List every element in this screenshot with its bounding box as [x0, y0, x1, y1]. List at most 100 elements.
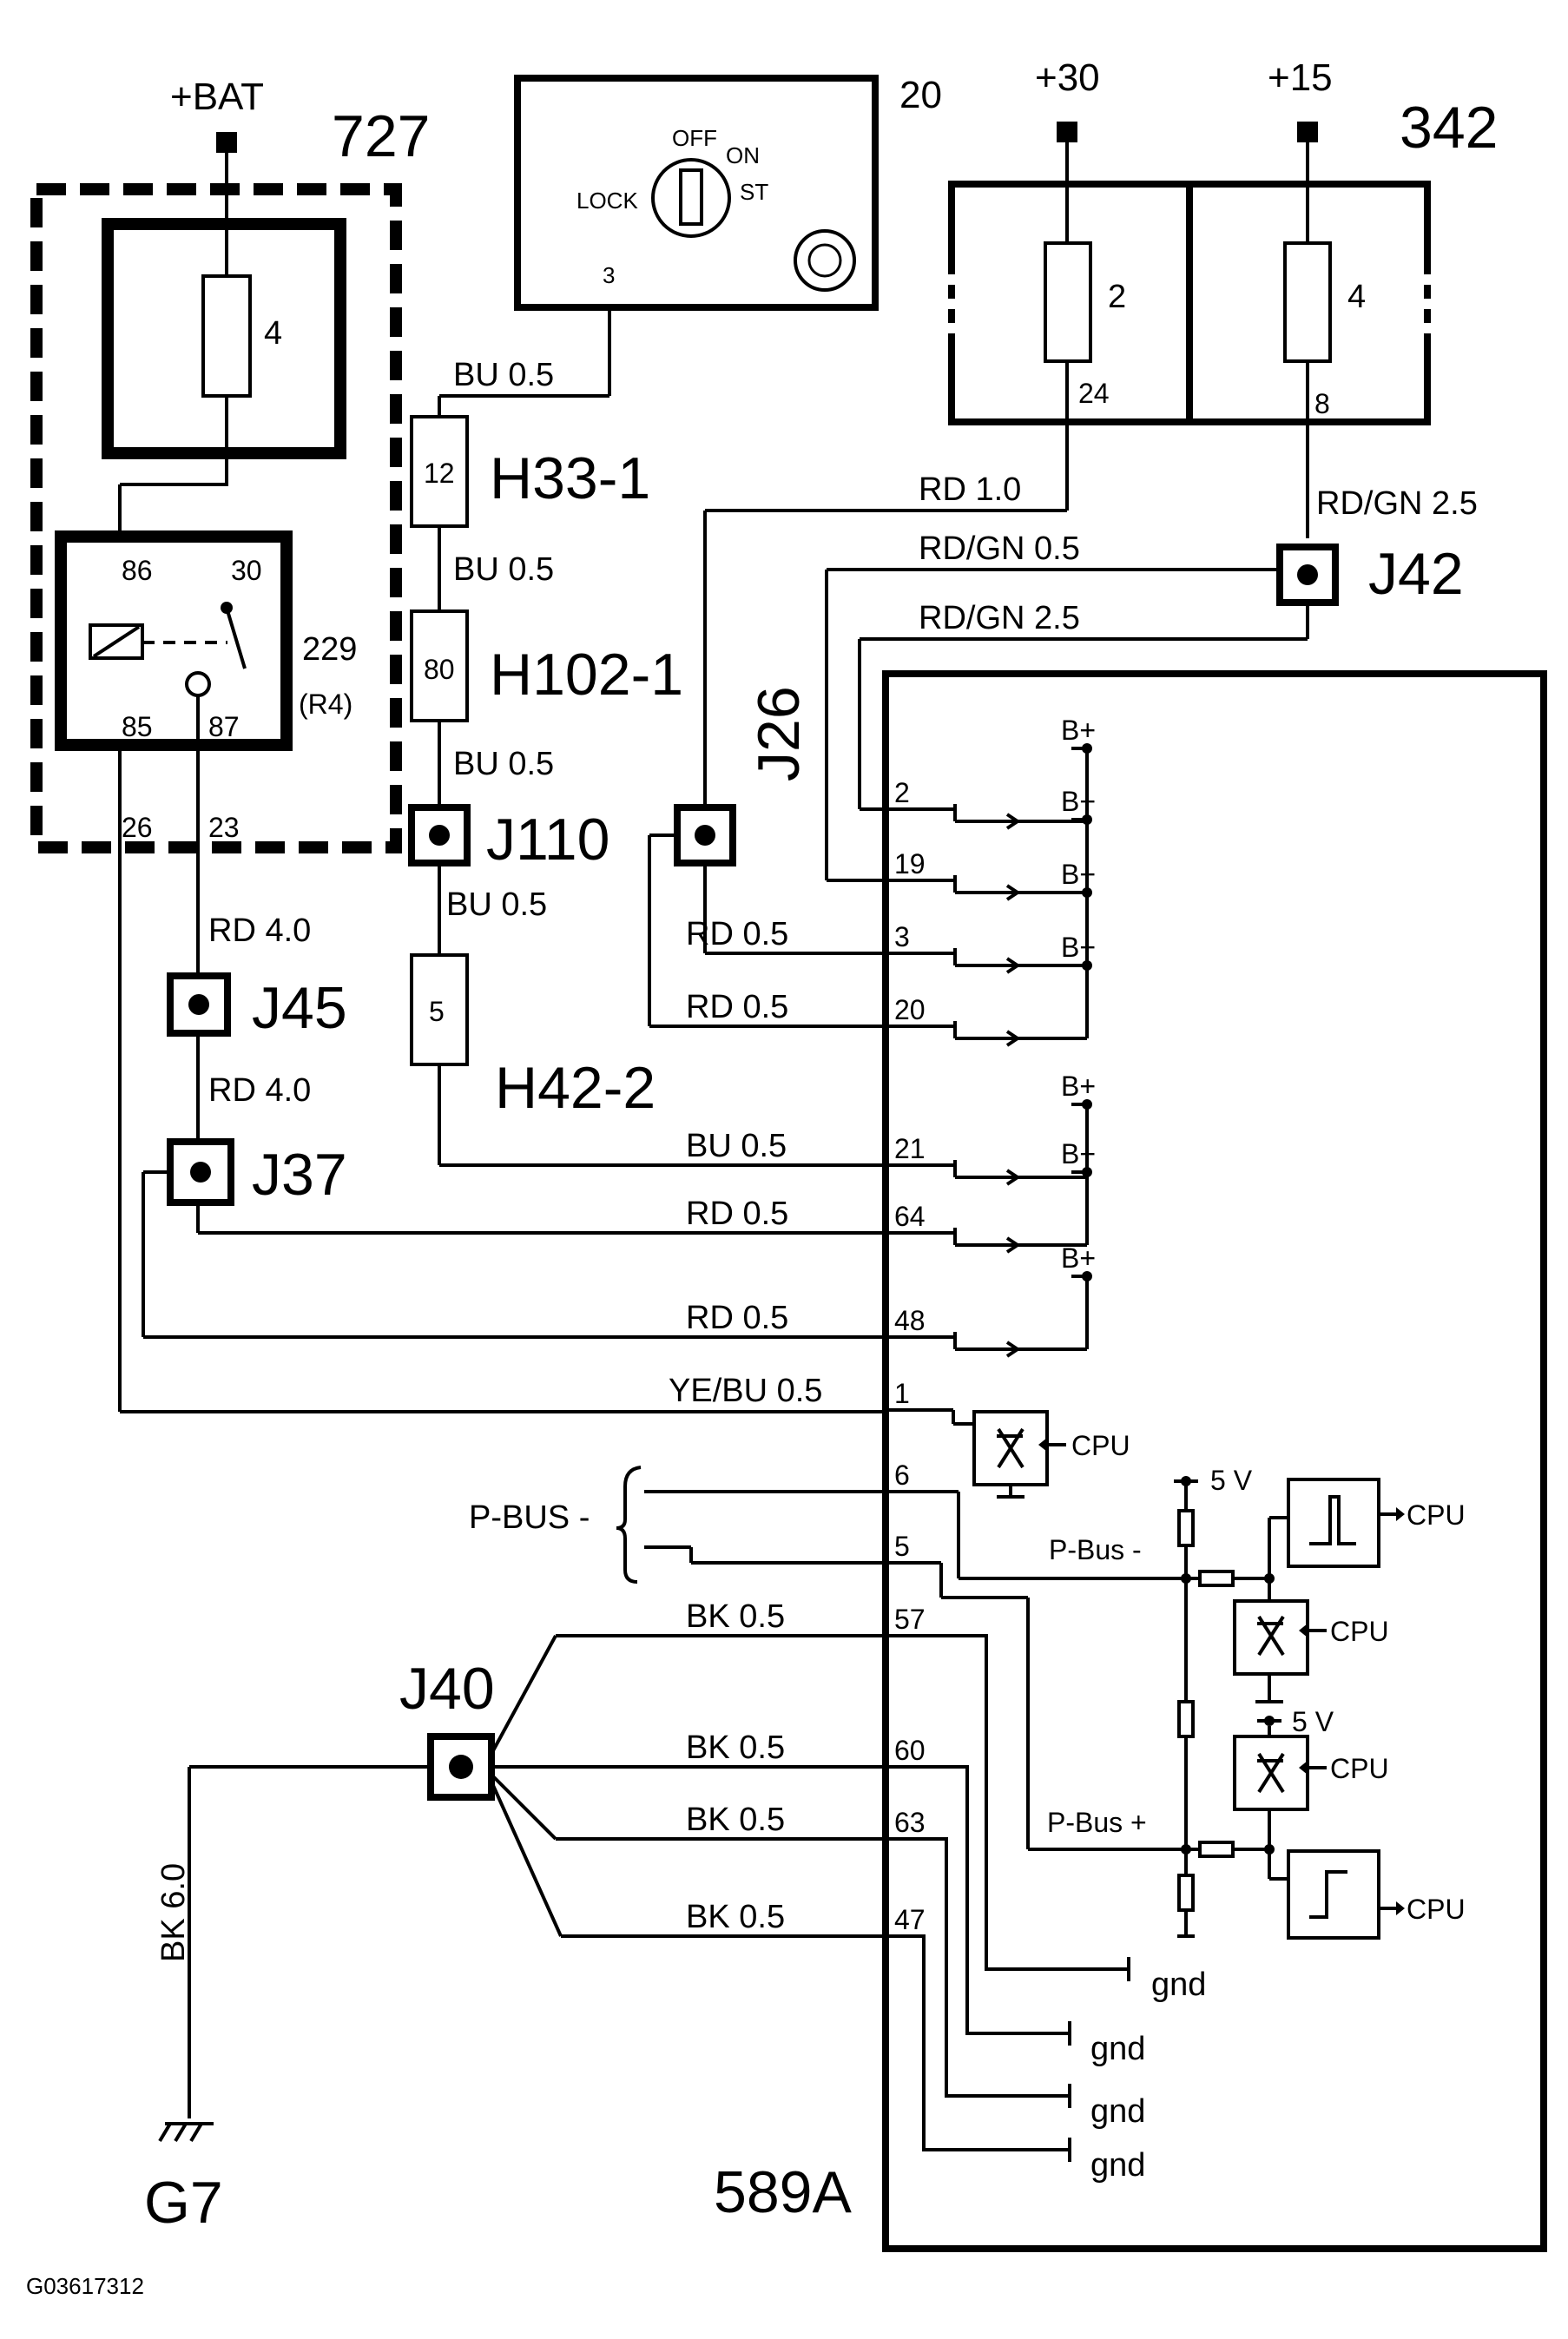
ignition-on: ON — [726, 142, 760, 168]
module-pin-wire-label: RD 0.5 — [686, 989, 788, 1025]
ground-line — [886, 1765, 1070, 2035]
v5-label-1: 5 V — [1210, 1465, 1253, 1496]
junction-j110-label: J110 — [486, 807, 609, 873]
bat-label: +BAT — [170, 76, 264, 118]
module-pin-number: 64 — [894, 1201, 926, 1232]
module-pin-number: 48 — [894, 1305, 926, 1336]
fuse-342a-number: 2 — [1108, 279, 1126, 315]
module-pin-number: 19 — [894, 848, 926, 880]
bplus-input: B+ — [886, 1071, 1096, 1186]
ignition-off: OFF — [672, 125, 717, 151]
module-pin-wire-label: YE/BU 0.5 — [669, 1373, 822, 1409]
wire-rd40-a: RD 4.0 — [208, 913, 311, 949]
cpu-label-4: CPU — [1330, 1753, 1389, 1784]
module-pin-number: 21 — [894, 1133, 926, 1164]
bplus-label: B+ — [1061, 1242, 1096, 1274]
component-342: 2 4 24 8 342 — [943, 95, 1498, 425]
module-pin-wire-label: RD 0.5 — [686, 1196, 788, 1232]
ignition-st: ST — [740, 179, 768, 205]
module-pin-wire-label: BK 0.5 — [686, 1802, 785, 1838]
junction-j110: J110 — [408, 804, 609, 873]
module-pin-wire-label: BK 0.5 — [686, 1730, 785, 1766]
pbus-plus-comparator — [1287, 1849, 1380, 1940]
component-342-label: 342 — [1400, 95, 1498, 161]
module-589a: 589A — [714, 670, 1547, 2252]
module-pin-wire-label: RD 0.5 — [686, 1300, 788, 1336]
bplus-input: B+ — [886, 1138, 1096, 1254]
pbus-minus-comparator — [1287, 1478, 1380, 1568]
connector-h33-label: H33-1 — [490, 445, 650, 511]
module-589a-label: 589A — [714, 2159, 852, 2225]
junction-j45-label: J45 — [252, 975, 347, 1041]
module-pin-number: 63 — [894, 1807, 926, 1838]
module-pin-number: 5 — [894, 1531, 910, 1562]
connector-h42-pin: 5 — [429, 996, 445, 1027]
wire-rdgn05: RD/GN 0.5 — [919, 530, 1080, 567]
junction-j42-label: J42 — [1368, 541, 1464, 607]
module-pin-number: 3 — [894, 921, 910, 952]
junction-j42: J42 — [1276, 541, 1464, 607]
pbus-label: P-BUS - — [469, 1499, 590, 1536]
fuse-342a-pin: 24 — [1078, 378, 1110, 409]
pbus-minus-label: P-Bus - — [1049, 1534, 1142, 1565]
connector-h102-label: H102-1 — [490, 642, 683, 708]
bplus-input: B+ — [886, 1242, 1096, 1358]
bplus-input: B+ — [886, 932, 1096, 1047]
connector-h33-pin: 12 — [424, 458, 455, 489]
relay-229 — [55, 530, 293, 751]
connector-h42-label: H42-2 — [495, 1055, 656, 1121]
fuse-342-2 — [1044, 241, 1092, 363]
bplus-label: B+ — [1061, 786, 1096, 817]
fuse-342b-number: 4 — [1347, 279, 1366, 315]
wire-bu05-b: BU 0.5 — [453, 551, 554, 588]
ground-line — [886, 1934, 1070, 2151]
relay-pin-86: 86 — [122, 555, 153, 586]
junction-j40: J40 — [399, 1656, 495, 1801]
bplus-label: B+ — [1061, 715, 1096, 746]
ground-g7-icon — [158, 2122, 214, 2143]
pin-26-label: 26 — [122, 812, 153, 843]
gnd-label-4: gnd — [1090, 2147, 1145, 2184]
connector-h102-1: 80 H102-1 — [410, 609, 683, 722]
junction-j40-label: J40 — [399, 1656, 495, 1722]
cpu-label-2: CPU — [1407, 1499, 1466, 1531]
wire-bu05-c: BU 0.5 — [453, 746, 554, 782]
ignition-lock: LOCK — [576, 188, 638, 214]
relay-pin-30: 30 — [231, 555, 262, 586]
connector-h33-1: 12 H33-1 — [410, 415, 650, 528]
module-pin-number: 47 — [894, 1904, 926, 1935]
relay-contact-87 — [185, 671, 211, 697]
ground-line — [886, 1634, 1129, 1971]
wire-rd40-b: RD 4.0 — [208, 1072, 311, 1109]
junction-j26: J26 — [674, 686, 812, 866]
ground-line — [886, 1837, 1070, 2098]
t30-label: +30 — [1035, 56, 1100, 99]
terminal-bat: +BAT — [170, 76, 264, 486]
gnd-label-2: gnd — [1090, 2031, 1145, 2067]
module-pin-wire-label: RD 0.5 — [686, 916, 788, 952]
t15-label: +15 — [1268, 56, 1333, 99]
pbus-brace — [616, 1466, 642, 1584]
v5-label-2: 5 V — [1292, 1706, 1334, 1737]
component-20: 20 OFF ON ST LOCK 3 — [514, 74, 942, 311]
cpu-label-3: CPU — [1330, 1616, 1389, 1647]
component-727: 4 727 86 30 85 87 229 (R4) 26 23 — [30, 103, 430, 853]
figure-code: G03617312 — [26, 2273, 144, 2299]
module-pin-wire-label: BK 0.5 — [686, 1899, 785, 1935]
wire-rd10: RD 1.0 — [919, 471, 1021, 508]
module-pin-number: 6 — [894, 1459, 910, 1491]
bplus-inputs: B+B+B+B+B+B+B+ — [886, 715, 1096, 1358]
module-ground-lines — [886, 1634, 1130, 2162]
module-pin-wire-label: BU 0.5 — [686, 1128, 787, 1164]
module-pin-number: 1 — [894, 1378, 910, 1409]
wire-bu05-a: BU 0.5 — [453, 357, 554, 393]
wire-bu05-d: BU 0.5 — [446, 886, 547, 923]
pbus-plus-label: P-Bus + — [1047, 1807, 1147, 1838]
module-pin-number: 2 — [894, 777, 910, 808]
fuse-727-number: 4 — [264, 315, 282, 352]
ignition-pin-3: 3 — [603, 262, 615, 288]
fuse-342-4 — [1283, 241, 1332, 363]
connector-h102-pin: 80 — [424, 654, 455, 685]
